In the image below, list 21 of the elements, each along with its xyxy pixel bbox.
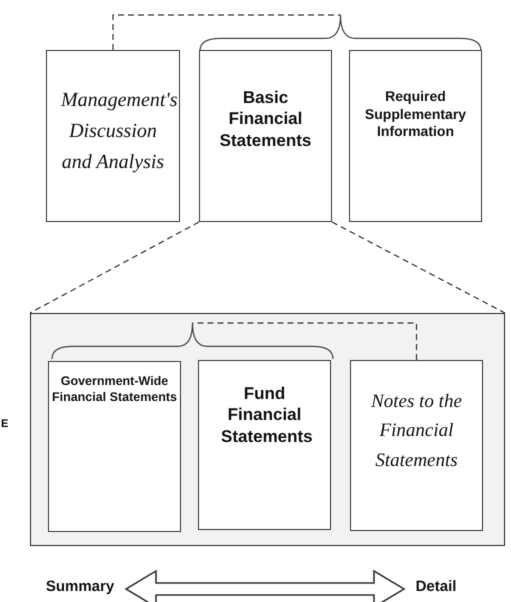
box-title: Government-Wide Financial Statements <box>50 374 178 406</box>
dashed-connector <box>192 322 418 360</box>
dashed-connector <box>112 14 340 50</box>
box-title: Management's Discussion and Analysis <box>60 88 178 175</box>
text-fragment: E <box>1 418 8 430</box>
scale-label: Summary <box>44 578 116 597</box>
document-box <box>48 361 181 532</box>
document-box <box>198 360 331 530</box>
panel-background <box>30 313 505 546</box>
document-box <box>199 50 332 222</box>
document-box <box>46 50 180 222</box>
dashed-connector <box>30 221 200 314</box>
double-arrow <box>124 570 406 602</box>
scale-label: Detail <box>414 578 458 597</box>
box-title: Fund Financial Statements <box>220 383 314 447</box>
document-box <box>350 360 483 531</box>
dashed-connector <box>332 221 506 314</box>
box-title: Required Supplementary Information <box>364 88 468 140</box>
document-box <box>349 50 482 222</box>
box-title: Notes to the Financial Statements <box>370 390 463 473</box>
box-title: Basic Financial Statements <box>218 87 312 151</box>
